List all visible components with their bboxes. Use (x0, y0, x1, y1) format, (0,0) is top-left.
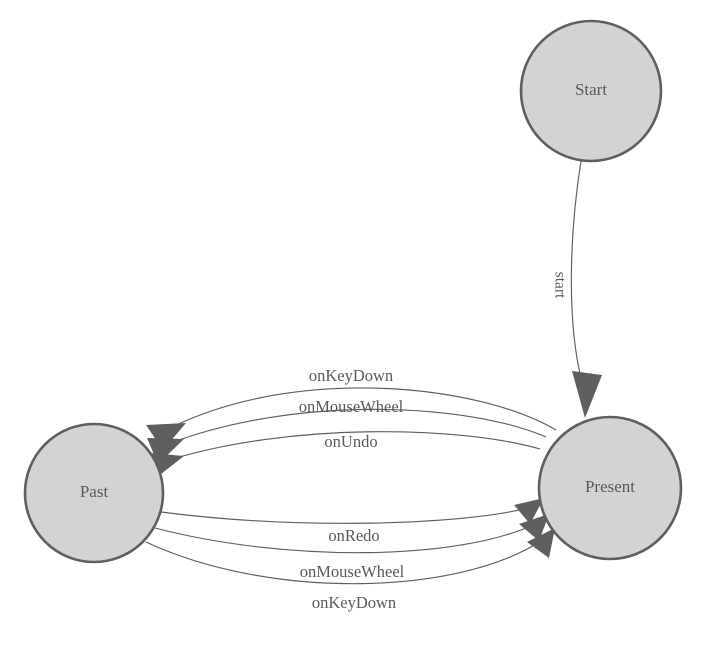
node-start[interactable]: Start (519, 19, 663, 163)
edge-label-past-present-onredo: onRedo (328, 526, 379, 545)
node-present-label: Present (585, 477, 635, 496)
edge-past-to-present-onkeydown[interactable]: onKeyDown (145, 528, 555, 612)
node-start-label: Start (575, 80, 607, 99)
edge-label-start: start (551, 272, 568, 299)
edge-past-to-present-onmousewheel-arrowhead (519, 514, 549, 541)
edge-past-to-present-onredo-arrowhead (514, 498, 544, 524)
node-present-circle (537, 415, 683, 561)
edge-past-to-present-onkeydown-arrowhead (527, 528, 555, 558)
edge-past-to-present-onmousewheel[interactable]: onMouseWheel (154, 514, 549, 581)
edge-present-to-past-onundo[interactable]: onUndo (150, 431, 541, 478)
edge-present-to-past-onkeydown[interactable]: onKeyDown (146, 366, 557, 450)
edge-label-past-present-onkeydown: onKeyDown (312, 593, 396, 612)
node-past-label: Past (80, 482, 109, 501)
edge-past-to-present-onmousewheel-path (154, 523, 536, 554)
edge-start-to-present-arrowhead (572, 371, 602, 418)
edge-past-to-present-onredo-path (160, 507, 529, 524)
node-present[interactable]: Present (537, 415, 683, 561)
edge-label-past-present-onmousewheel: onMouseWheel (300, 562, 405, 581)
node-past-circle (23, 422, 165, 564)
edge-label-present-past-onmousewheel: onMouseWheel (299, 397, 404, 416)
edge-start-to-present-path (570, 160, 583, 383)
node-start-circle (519, 19, 663, 163)
edge-present-to-past-onundo-path (165, 431, 541, 462)
edge-start-to-present[interactable]: start (551, 160, 602, 418)
edge-present-to-past-onkeydown-arrowhead (146, 423, 186, 450)
edge-label-present-past-onkeydown: onKeyDown (309, 366, 393, 385)
edge-present-to-past-onmousewheel[interactable]: onMouseWheel (147, 397, 547, 464)
edge-present-to-past-onmousewheel-path (167, 408, 547, 445)
edge-label-present-past-onundo: onUndo (324, 432, 377, 451)
node-past[interactable]: Past (23, 422, 165, 564)
edge-past-to-present-onredo[interactable]: onRedo (160, 498, 544, 545)
edge-present-to-past-onkeydown-path (171, 387, 557, 431)
edge-past-to-present-onkeydown-path (145, 538, 545, 585)
